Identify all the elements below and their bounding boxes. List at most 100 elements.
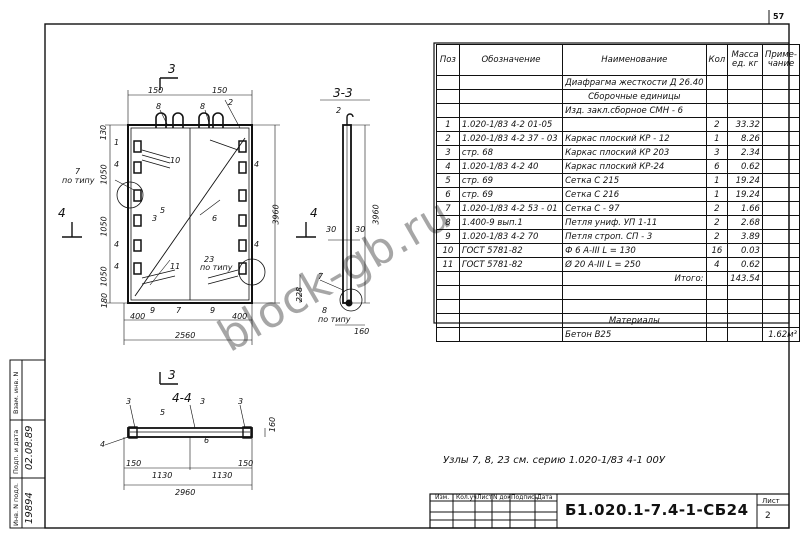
sheet-number-block: Лист 2 <box>762 497 780 521</box>
header-mass: Масса ед. кг <box>727 44 763 76</box>
label-po-tipu: 23 <box>204 255 215 264</box>
cell-pos: 11 <box>436 257 460 272</box>
pos-callout: 7 <box>318 272 324 281</box>
cell-qty: 6 <box>705 159 729 174</box>
section-title-4-4: 4-4 <box>172 391 192 405</box>
pos-callout: 3 <box>152 214 158 223</box>
table-row: Изд. закл.сборное СМН - 6 <box>436 103 800 118</box>
table-row <box>436 299 800 314</box>
dim-label: 1130 <box>212 471 233 480</box>
cell-note <box>761 215 800 230</box>
cell-qty: 2 <box>705 201 729 216</box>
cell-mass: 0.62 <box>727 159 763 174</box>
sheet-label: Лист <box>762 497 780 505</box>
material-note: 1.62м³ <box>761 327 800 342</box>
cell-qty: 2 <box>705 229 729 244</box>
stamp-inv-podl-value: 19894 <box>24 492 35 524</box>
pos-callout: 9 <box>150 306 156 315</box>
rev-list: Лист <box>477 494 493 501</box>
cell-mass: 0.62 <box>727 257 763 272</box>
header-name: Наименование <box>562 44 707 76</box>
cell-qty: 16 <box>705 243 729 258</box>
section-title-3-3: 3-3 <box>333 86 353 100</box>
cell-note <box>761 131 800 146</box>
section-mark-4-right: 4 <box>310 206 318 220</box>
cell-qty: 3 <box>705 145 729 160</box>
dim-label: 180 <box>100 292 110 309</box>
section-mark-4-left: 4 <box>58 206 66 220</box>
pos-callout: 4 <box>114 262 120 271</box>
dim-label: 400 <box>232 312 248 321</box>
cell-designation: 1.020-1/83 4-2 70 <box>458 229 564 244</box>
cell-mass: 3.89 <box>727 229 763 244</box>
pos-callout: 6 <box>204 436 210 445</box>
cell-pos: 5 <box>436 173 460 188</box>
cell-qty: 4 <box>705 257 729 272</box>
section-mark-3-bottom: 3 <box>168 368 176 382</box>
cell-designation: стр. 69 <box>458 173 564 188</box>
cell-pos <box>436 103 460 118</box>
cell-name: Каркас плоский КР-24 <box>562 159 707 174</box>
dim-label: 150 <box>126 459 142 468</box>
cell-mass: 2.68 <box>727 215 763 230</box>
page-number: 57 <box>773 12 785 21</box>
front-view <box>62 77 316 385</box>
dim-label: 150 <box>148 86 164 95</box>
cell-mass: 1.66 <box>727 201 763 216</box>
table-row <box>436 285 800 300</box>
cell-qty: 2 <box>705 117 729 132</box>
pos-callout: 8 <box>156 102 162 111</box>
cell-mass: 0.03 <box>727 243 763 258</box>
cell-designation: 1.020-1/83 4-2 37 - 03 <box>458 131 564 146</box>
pos-callout: 4 <box>254 160 260 169</box>
section-materials: Материалы <box>562 313 707 328</box>
section-assembly: Сборочные единицы <box>562 89 707 104</box>
cell-note <box>761 243 800 258</box>
pos-callout: 8 <box>200 102 206 111</box>
label-po-tipu: по типу <box>318 315 351 324</box>
section-mark-3-top: 3 <box>168 62 176 76</box>
cell-mass: 19.24 <box>727 173 763 188</box>
dim-label: 1050 <box>99 164 109 185</box>
pos-callout: 4 <box>254 240 260 249</box>
cell-pos: 10 <box>436 243 460 258</box>
pos-callout: 10 <box>170 156 181 165</box>
cell-name: Петля строп. СП - 3 <box>562 229 707 244</box>
header-designation: Обозначение <box>458 44 564 76</box>
rev-podpis: Подпись <box>511 494 538 501</box>
cell-pos: 1 <box>436 117 460 132</box>
cell-mass: 8.26 <box>727 131 763 146</box>
cell-note <box>761 145 800 160</box>
dim-label: 1050 <box>99 216 109 237</box>
cell-note <box>761 159 800 174</box>
cell-name: Сетка С 216 <box>562 187 707 202</box>
section-3-3 <box>319 99 370 326</box>
table-row: Материалы <box>436 313 800 328</box>
pos-callout: 4 <box>100 440 106 449</box>
dim-label: 1050 <box>99 266 109 287</box>
cell-qty: 1 <box>705 173 729 188</box>
dim-label: 400 <box>130 312 146 321</box>
pos-callout: 3 <box>126 397 132 406</box>
cell-designation <box>458 103 564 118</box>
document-code: Б1.020.1-7.4-1-СБ24 <box>565 501 749 519</box>
pos-callout: 3 <box>200 397 206 406</box>
cell-qty: 2 <box>705 215 729 230</box>
cell-qty: 1 <box>705 131 729 146</box>
total-value: 143.54 <box>727 271 763 286</box>
cell-name: Ø 20 А-III L = 250 <box>562 257 707 272</box>
dim-label: 160 <box>268 416 278 433</box>
cell-designation: 1.020-1/83 4-2 40 <box>458 159 564 174</box>
cell-note <box>761 173 800 188</box>
stamp-vzam: Взам. инв. N <box>12 371 20 414</box>
cell-note <box>761 229 800 244</box>
